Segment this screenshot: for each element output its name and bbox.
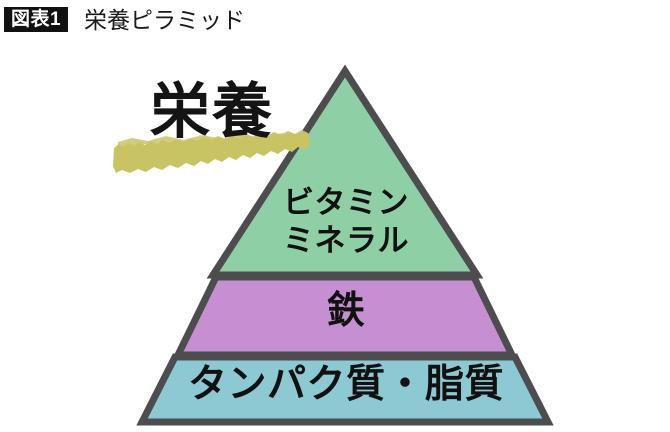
- figure-number-badge: 図表1: [4, 7, 69, 32]
- brush-stroke-icon: [113, 130, 310, 173]
- pyramid-tier-base-label: タンパク質・脂質: [187, 363, 504, 406]
- pyramid-tier-top-shape: [206, 64, 484, 279]
- pyramid-tier-top-label-line1: ビタミン: [283, 185, 409, 220]
- header: 図表1 栄養ピラミッド: [0, 0, 670, 44]
- pyramid-shape: [136, 64, 554, 426]
- pyramid-tier-middle-label: 鉄: [326, 290, 366, 332]
- nutrition-brush-label: 栄養: [112, 72, 312, 187]
- nutrition-pyramid: ビタミン ミネラル 鉄 タンパク質・脂質 栄養: [0, 44, 670, 432]
- page-title: 栄養ピラミッド: [84, 7, 245, 33]
- pyramid-tier-top-label: ビタミン ミネラル: [246, 184, 446, 260]
- nutrition-brush-text: 栄養: [150, 78, 274, 145]
- pyramid-tier-top-label-line2: ミネラル: [283, 223, 409, 258]
